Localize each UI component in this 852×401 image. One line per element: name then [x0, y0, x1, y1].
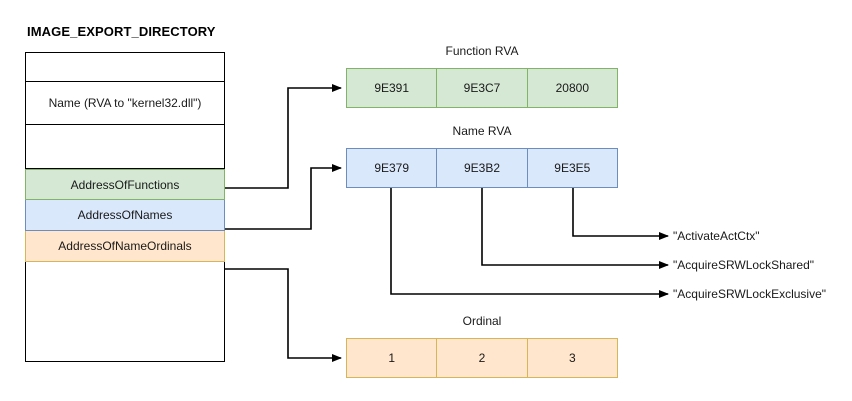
function-rva-cell[interactable]: 20800	[526, 68, 618, 108]
image-export-directory-table: Name (RVA to "kernel32.dll") AddressOfFu…	[25, 52, 225, 362]
exported-name-label: "AcquireSRWLockExclusive"	[673, 287, 827, 301]
name-rva-cell[interactable]: 9E379	[346, 148, 438, 188]
ordinal-cell[interactable]: 3	[526, 338, 618, 378]
struct-row	[26, 125, 224, 169]
struct-row	[26, 262, 224, 362]
connector-addressoffunctions	[225, 84, 342, 189]
name-rva-cell[interactable]: 9E3E5	[526, 148, 618, 188]
struct-row-addressoffunctions[interactable]: AddressOfFunctions	[25, 169, 225, 200]
ordinal-array: 1 2 3	[346, 338, 618, 378]
connector-namerva-2-to-string-2	[481, 188, 669, 269]
connector-namerva-3-to-string-1	[572, 188, 669, 240]
struct-row-addressofnameordinals[interactable]: AddressOfNameOrdinals	[25, 231, 225, 262]
exported-name-label: "AcquireSRWLockShared"	[673, 258, 815, 272]
function-rva-cell[interactable]: 9E3C7	[436, 68, 528, 108]
ordinal-cell[interactable]: 1	[346, 338, 438, 378]
connector-addressofnameordinals	[225, 268, 342, 362]
connector-addressofnames	[225, 164, 342, 230]
name-rva-cell[interactable]: 9E3B2	[436, 148, 528, 188]
ordinal-title: Ordinal	[462, 314, 502, 328]
name-rva-array: 9E379 9E3B2 9E3E5	[346, 148, 618, 188]
exported-name-label: "ActivateActCtx"	[673, 229, 760, 243]
function-rva-array: 9E391 9E3C7 20800	[346, 68, 618, 108]
connector-namerva-1-to-string-3	[390, 188, 669, 298]
ordinal-cell[interactable]: 2	[436, 338, 528, 378]
name-rva-title: Name RVA	[452, 124, 512, 138]
function-rva-title: Function RVA	[445, 44, 519, 58]
struct-row-name: Name (RVA to "kernel32.dll")	[26, 82, 224, 125]
page-title: IMAGE_EXPORT_DIRECTORY	[27, 24, 216, 39]
struct-row	[26, 53, 224, 82]
function-rva-cell[interactable]: 9E391	[346, 68, 438, 108]
struct-row-addressofnames[interactable]: AddressOfNames	[25, 200, 225, 231]
